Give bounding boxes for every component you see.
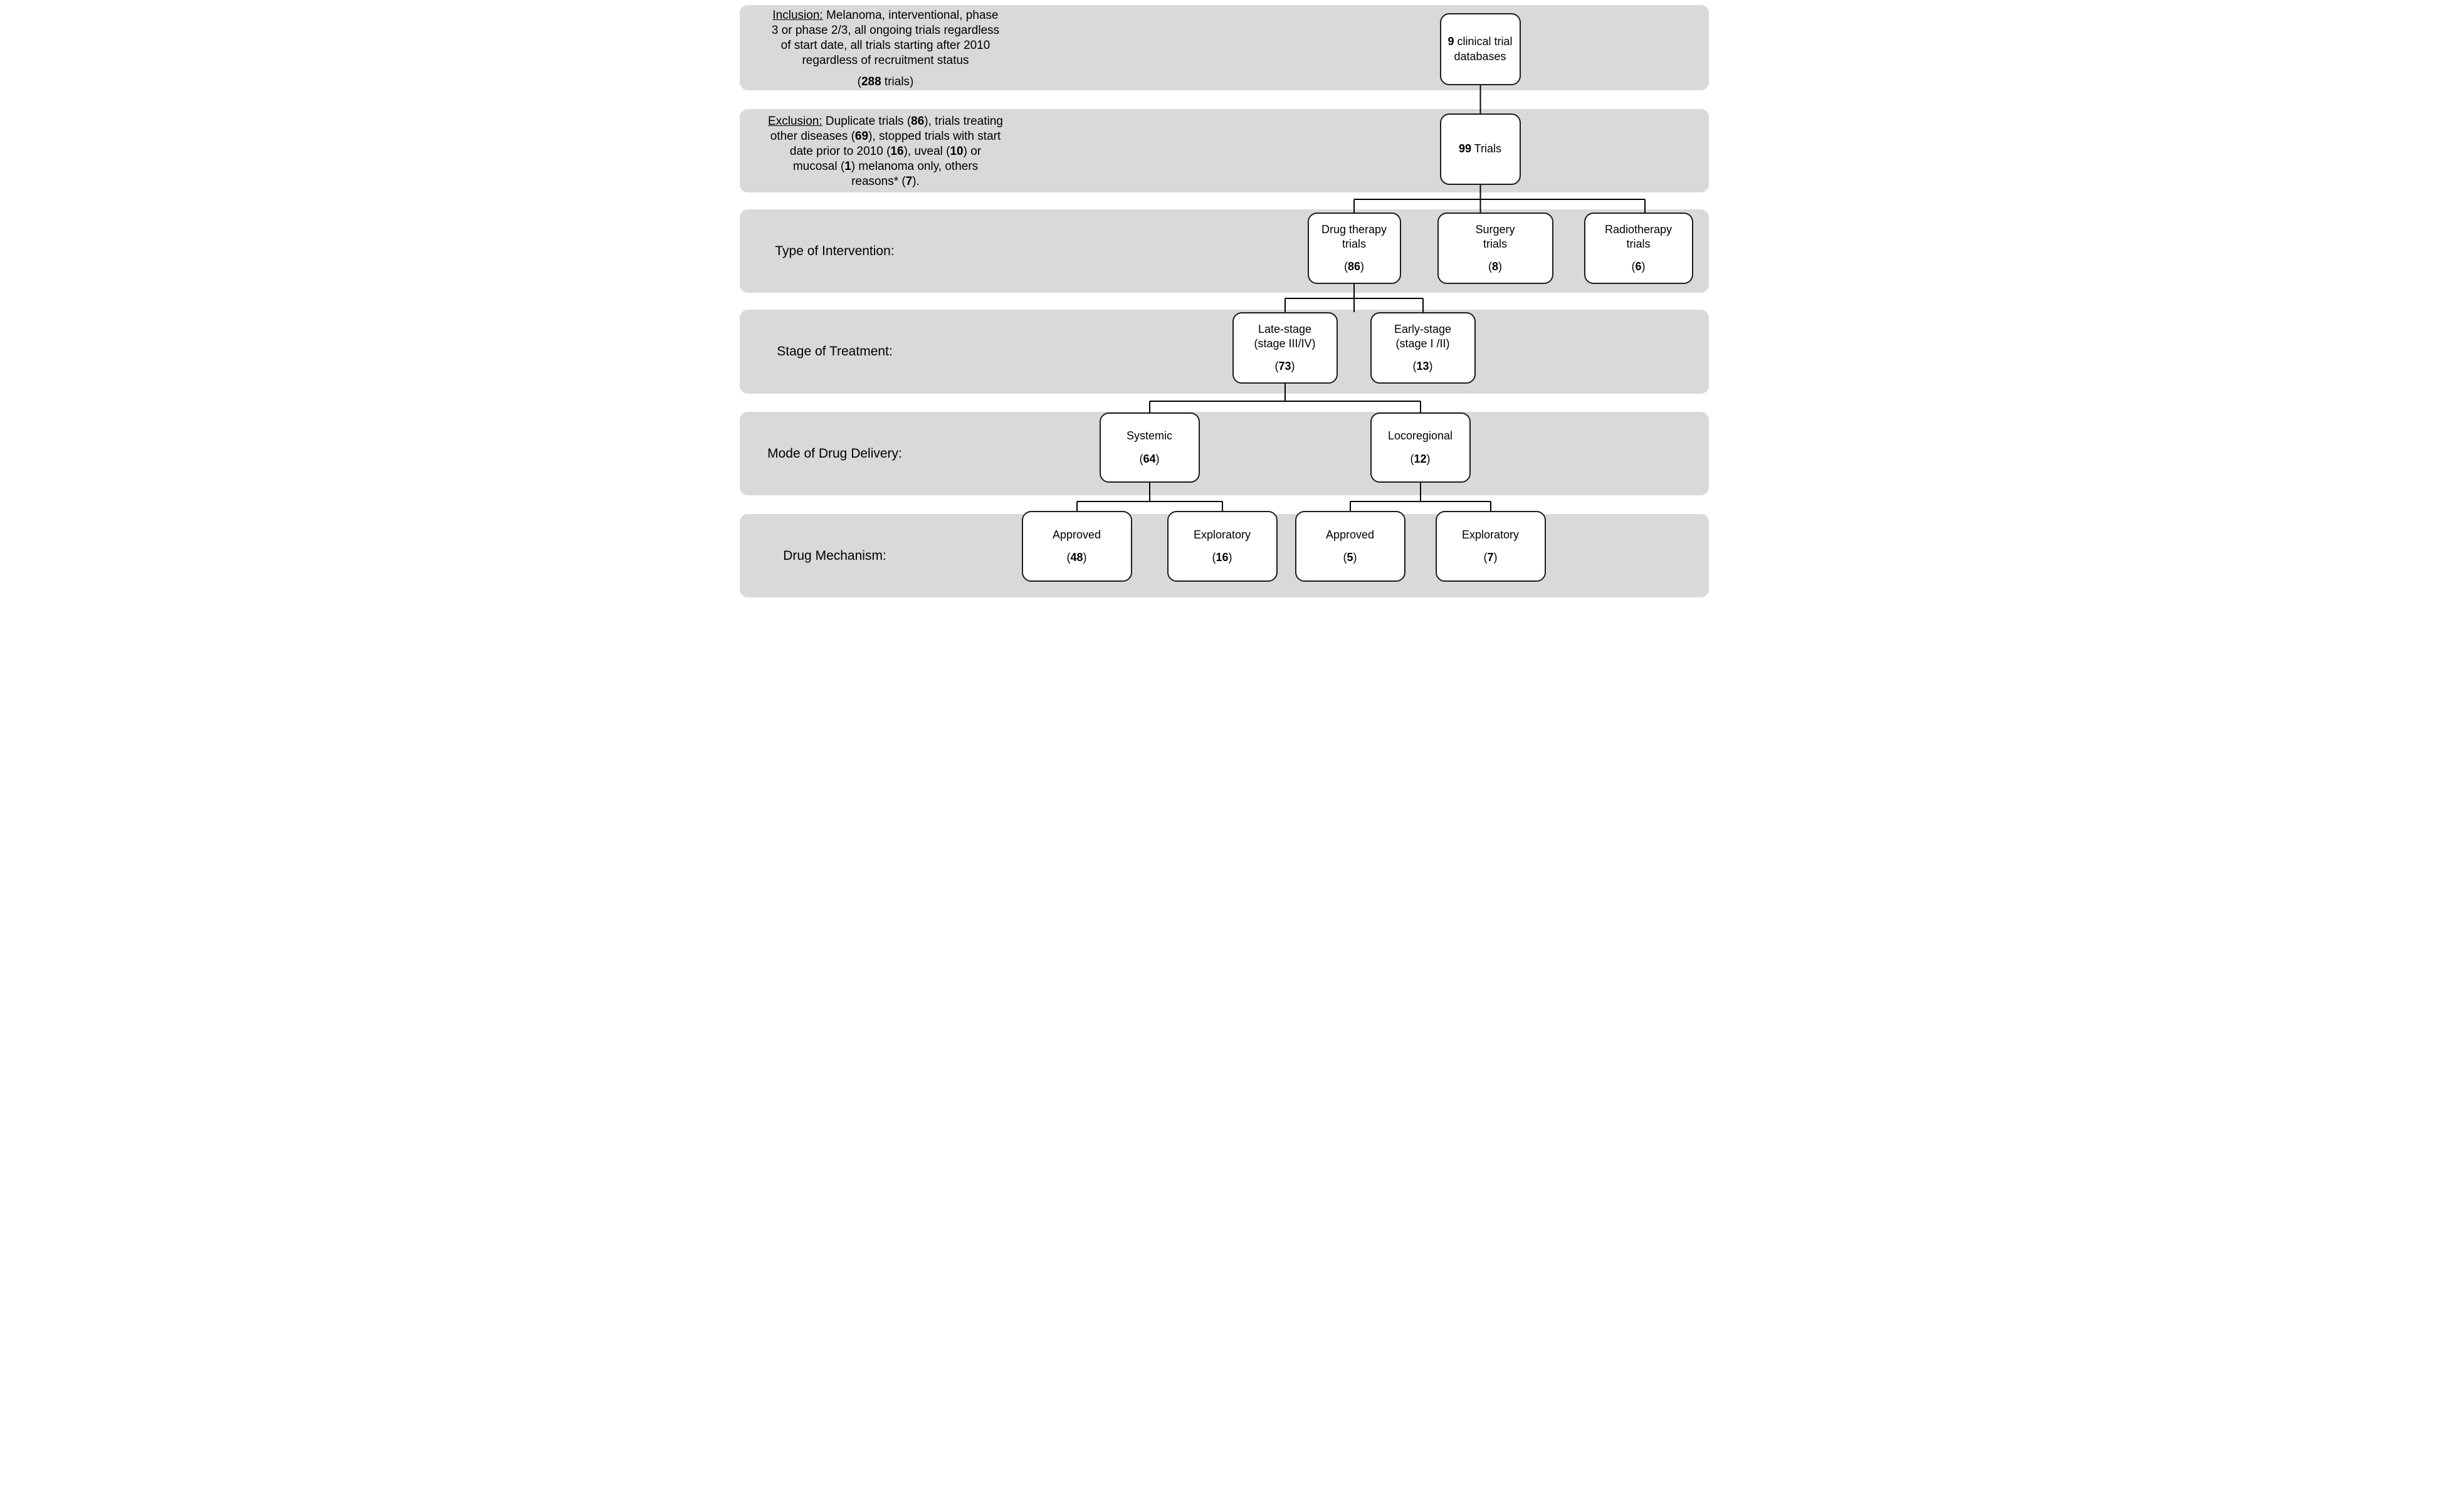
node-99-trials: 99 Trials — [1439, 113, 1521, 185]
node-count: (5) — [1343, 551, 1357, 564]
node-systemic: Systemic (64) — [1099, 412, 1200, 483]
node-exploratory-systemic: Exploratory (16) — [1167, 511, 1278, 582]
node-approved-systemic: Approved (48) — [1021, 511, 1132, 582]
row-label-mode-of-drug-delivery: Mode of Drug Delivery: — [767, 446, 902, 461]
node-count: (73) — [1274, 360, 1295, 373]
node-title: Exploratory — [1193, 528, 1251, 541]
node-count: (86) — [1343, 260, 1365, 273]
exclusion-criteria-body: Exclusion: Duplicate trials (86), trials… — [768, 115, 1003, 188]
node-title: Approved — [1052, 528, 1101, 541]
node-count: (16) — [1212, 551, 1232, 564]
node-late-stage: Late-stage(stage III/IV) (73) — [1232, 312, 1338, 384]
exclusion-criteria-text: Exclusion: Duplicate trials (86), trials… — [742, 114, 1029, 189]
row-label-stage-of-treatment: Stage of Treatment: — [777, 344, 893, 359]
inclusion-trial-count: (288 trials) — [857, 75, 914, 88]
node-count: (13) — [1412, 360, 1433, 373]
node-title: Approved — [1325, 528, 1375, 541]
node-early-stage: Early-stage(stage I /II) (13) — [1370, 312, 1476, 384]
node-title: Systemic — [1126, 429, 1172, 443]
node-title: 99 Trials — [1458, 142, 1502, 155]
node-count: (12) — [1410, 452, 1431, 465]
node-title: Late-stage(stage III/IV) — [1254, 322, 1316, 350]
node-title: Exploratory — [1461, 528, 1520, 541]
node-locoregional: Locoregional (12) — [1370, 412, 1471, 483]
node-count: (64) — [1139, 452, 1160, 465]
row-label-type-of-intervention: Type of Intervention: — [775, 243, 895, 258]
node-count: (6) — [1631, 260, 1646, 273]
node-exploratory-locoregional: Exploratory (7) — [1435, 511, 1546, 582]
node-count: (7) — [1483, 551, 1498, 564]
node-title: Early-stage(stage I /II) — [1394, 322, 1452, 350]
inclusion-criteria-text: Inclusion: Melanoma, interventional, pha… — [742, 8, 1029, 90]
flow-diagram: Inclusion: Melanoma, interventional, pha… — [734, 0, 1714, 605]
node-count: (48) — [1066, 551, 1087, 564]
node-count: (8) — [1488, 260, 1502, 273]
band-inclusion-criteria — [739, 5, 1709, 90]
node-approved-locoregional: Approved (5) — [1295, 511, 1405, 582]
row-label-drug-mechanism: Drug Mechanism: — [783, 548, 886, 563]
inclusion-criteria-body: Inclusion: Melanoma, interventional, pha… — [771, 9, 1000, 67]
node-title: Locoregional — [1387, 429, 1453, 443]
